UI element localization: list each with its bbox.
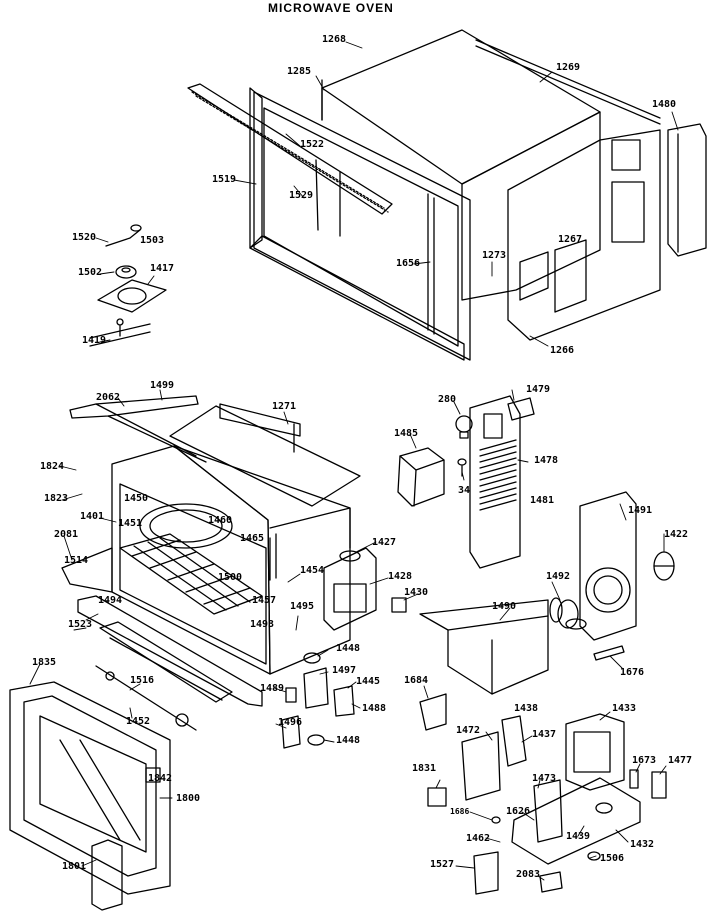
part-label-1268: 1268 bbox=[322, 34, 347, 45]
oven-cavity bbox=[61, 395, 377, 707]
part-label-1835: 1835 bbox=[32, 657, 57, 668]
outer-cabinet bbox=[321, 29, 661, 341]
part-label-1427: 1427 bbox=[372, 537, 397, 548]
part-label-1520: 1520 bbox=[72, 232, 97, 243]
part-label-1527: 1527 bbox=[430, 859, 455, 870]
part-label-1457: 1457 bbox=[252, 595, 277, 606]
part-label-1450: 1450 bbox=[124, 493, 149, 504]
part-label-1656: 1656 bbox=[396, 258, 421, 269]
part-label-1465: 1465 bbox=[240, 533, 265, 544]
part-label-1519: 1519 bbox=[212, 174, 237, 185]
part-label-1490: 1490 bbox=[492, 601, 517, 612]
part-label-1491: 1491 bbox=[628, 505, 653, 516]
stirrer-parts bbox=[89, 224, 167, 347]
part-label-1497: 1497 bbox=[332, 665, 357, 676]
part-label-1454: 1454 bbox=[300, 565, 325, 576]
part-label-1529: 1529 bbox=[289, 190, 314, 201]
part-label-1273: 1273 bbox=[482, 250, 507, 261]
front-frame bbox=[187, 83, 471, 361]
part-label-1451: 1451 bbox=[118, 518, 143, 529]
part-label-1514: 1514 bbox=[64, 555, 89, 566]
part-label-1502: 1502 bbox=[78, 267, 103, 278]
part-label-1422: 1422 bbox=[664, 529, 689, 540]
part-label-1481: 1481 bbox=[530, 495, 555, 506]
part-label-1831: 1831 bbox=[412, 763, 437, 774]
part-label-1479: 1479 bbox=[526, 384, 551, 395]
part-label-1522: 1522 bbox=[300, 139, 325, 150]
part-label-1478: 1478 bbox=[534, 455, 559, 466]
part-label-1417: 1417 bbox=[150, 263, 175, 274]
part-label-1266: 1266 bbox=[550, 345, 575, 356]
part-label-1496: 1496 bbox=[278, 717, 303, 728]
part-label-1480: 1480 bbox=[652, 99, 677, 110]
part-label-1495: 1495 bbox=[290, 601, 315, 612]
part-label-1267: 1267 bbox=[558, 234, 583, 245]
part-label-1437: 1437 bbox=[532, 729, 557, 740]
part-label-1269: 1269 bbox=[556, 62, 581, 73]
part-label-1493: 1493 bbox=[250, 619, 275, 630]
interlock-switches bbox=[281, 597, 407, 749]
part-label-1452: 1452 bbox=[126, 716, 151, 727]
part-label-1433: 1433 bbox=[612, 703, 637, 714]
fan-housing bbox=[549, 491, 675, 641]
part-label-1448-upper: 1448 bbox=[336, 643, 361, 654]
part-label-1673: 1673 bbox=[632, 755, 657, 766]
part-label-1473: 1473 bbox=[532, 773, 557, 784]
back-panel-1480 bbox=[667, 123, 707, 257]
part-label-1430: 1430 bbox=[404, 587, 429, 598]
control-panel-1478 bbox=[397, 395, 535, 569]
part-label-1801: 1801 bbox=[62, 861, 87, 872]
part-label-1401: 1401 bbox=[80, 511, 105, 522]
part-label-1842: 1842 bbox=[148, 773, 173, 784]
part-label-1448-lower: 1448 bbox=[336, 735, 361, 746]
part-label-1432: 1432 bbox=[630, 839, 655, 850]
part-label-1439: 1439 bbox=[566, 831, 591, 842]
part-label-1489: 1489 bbox=[260, 683, 285, 694]
part-label-1460: 1460 bbox=[208, 515, 233, 526]
part-label-1271: 1271 bbox=[272, 401, 297, 412]
part-label-1438: 1438 bbox=[514, 703, 539, 714]
part-label-1686: 1686 bbox=[450, 807, 470, 816]
part-label-1488: 1488 bbox=[362, 703, 387, 714]
part-label-1462: 1462 bbox=[466, 833, 491, 844]
part-label-1506: 1506 bbox=[600, 853, 625, 864]
part-label-1800: 1800 bbox=[176, 793, 201, 804]
part-label-1523: 1523 bbox=[68, 619, 93, 630]
part-label-2062: 2062 bbox=[96, 392, 121, 403]
electrical-components bbox=[419, 693, 667, 895]
air-duct bbox=[419, 599, 625, 695]
part-label-2081: 2081 bbox=[54, 529, 79, 540]
part-label-1626: 1626 bbox=[506, 806, 531, 817]
part-label-1419: 1419 bbox=[82, 335, 107, 346]
part-label-34: 34 bbox=[458, 485, 471, 496]
part-label-1472: 1472 bbox=[456, 725, 481, 736]
part-label-1485: 1485 bbox=[394, 428, 419, 439]
part-label-1516: 1516 bbox=[130, 675, 155, 686]
part-label-1823: 1823 bbox=[44, 493, 69, 504]
part-label-1676: 1676 bbox=[620, 667, 645, 678]
part-label-1494: 1494 bbox=[98, 595, 123, 606]
part-label-1492: 1492 bbox=[546, 571, 571, 582]
part-label-1445: 1445 bbox=[356, 676, 381, 687]
door-assembly bbox=[9, 665, 197, 911]
part-label-1285: 1285 bbox=[287, 66, 312, 77]
part-label-1500: 1500 bbox=[218, 572, 243, 583]
part-label-1684: 1684 bbox=[404, 675, 429, 686]
part-label-280: 280 bbox=[438, 394, 457, 405]
part-label-1499: 1499 bbox=[150, 380, 175, 391]
leader-lines bbox=[29, 41, 679, 881]
part-label-1428: 1428 bbox=[388, 571, 413, 582]
part-label-1503: 1503 bbox=[140, 235, 165, 246]
diagram-title: MICROWAVE OVEN bbox=[268, 1, 394, 15]
part-label-2083: 2083 bbox=[516, 869, 541, 880]
part-label-1477: 1477 bbox=[668, 755, 693, 766]
part-label-1824: 1824 bbox=[40, 461, 65, 472]
